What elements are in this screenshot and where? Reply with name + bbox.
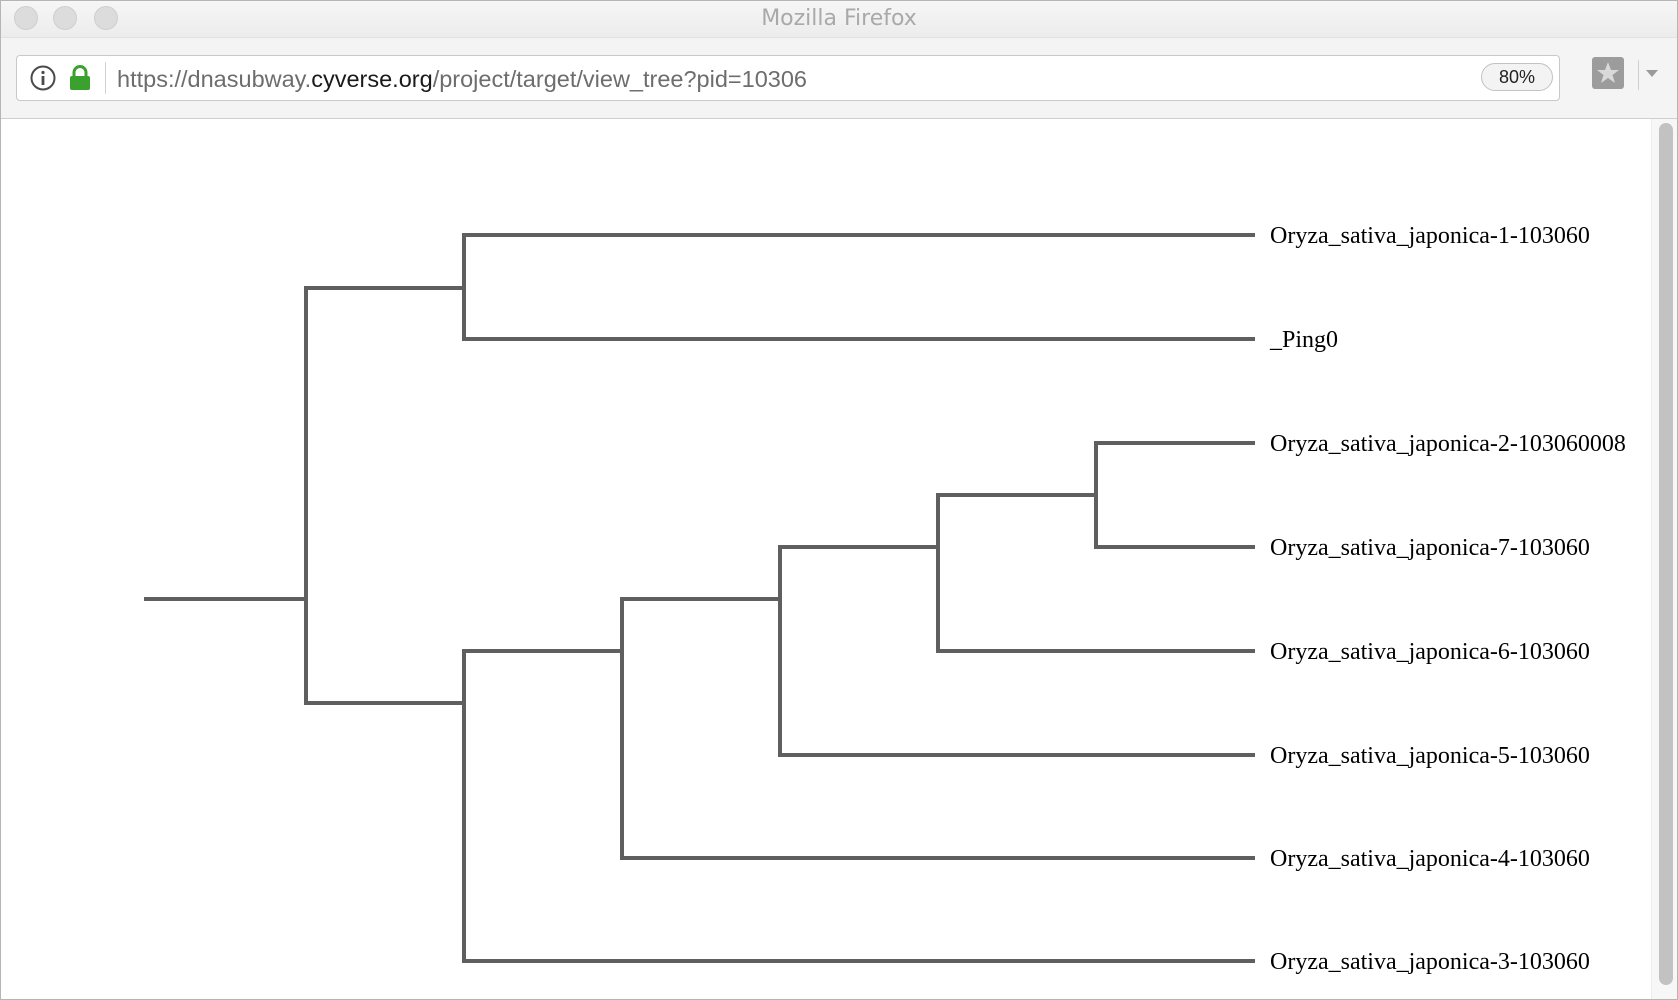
maximize-window-button[interactable] [94,6,118,30]
url-text[interactable]: https://dnasubway.cyverse.org/project/ta… [117,66,807,93]
tree-leaf-label: _Ping0 [1269,327,1338,353]
url-path: /project/target/view_tree?pid=10306 [432,66,807,92]
navigation-toolbar: https://dnasubway.cyverse.org/project/ta… [1,38,1677,119]
zoom-level-badge[interactable]: 80% [1481,63,1553,91]
tree-branches [144,233,1255,963]
title-bar: Mozilla Firefox [1,1,1677,38]
vertical-scrollbar-thumb[interactable] [1659,123,1673,985]
info-icon[interactable] [29,64,57,92]
tree-leaf-label: Oryza_sativa_japonica-2-103060008 [1270,431,1626,457]
toolbar-separator [1638,60,1639,90]
menu-arrow-icon[interactable] [1645,68,1659,78]
phylogenetic-tree: Oryza_sativa_japonica-1-103060 _Ping0Oryz… [144,223,1626,975]
url-separator [105,62,106,94]
tree-leaf-labels: Oryza_sativa_japonica-1-103060 _Ping0Oryz… [1269,223,1626,975]
close-window-button[interactable] [14,6,38,30]
tree-leaf-label: Oryza_sativa_japonica-1-103060 [1270,223,1590,249]
window-title: Mozilla Firefox [761,6,917,31]
url-prefix: https://dnasubway. [117,66,312,92]
minimize-window-button[interactable] [53,6,77,30]
tree-leaf-label: Oryza_sativa_japonica-7-103060 [1270,535,1590,561]
url-domain: cyverse.org [311,66,433,92]
lock-icon[interactable] [68,65,92,91]
tree-leaf-label: Oryza_sativa_japonica-4-103060 [1270,846,1590,872]
tree-leaf-label: Oryza_sativa_japonica-3-103060 [1270,949,1590,975]
tree-leaf-label: Oryza_sativa_japonica-6-103060 [1270,639,1590,665]
tree-leaf-label: Oryza_sativa_japonica-5-103060 [1270,743,1590,769]
address-bar[interactable]: https://dnasubway.cyverse.org/project/ta… [16,55,1560,101]
bookmark-star-icon[interactable] [1591,56,1625,90]
